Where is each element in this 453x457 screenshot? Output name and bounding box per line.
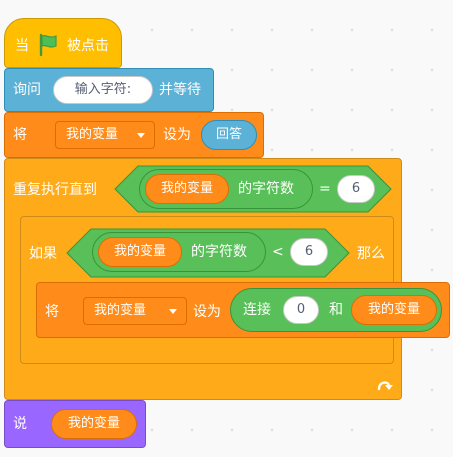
say-block[interactable]: 说 我的变量: [4, 400, 146, 448]
ask-and-wait-block[interactable]: 询问 输入字符: 并等待: [4, 68, 214, 112]
ask-label: 询问: [13, 82, 41, 98]
and-wait-label: 并等待: [159, 82, 201, 98]
repeat-until-label: 重复执行直到: [13, 182, 97, 198]
variable-dropdown-value: 我的变量: [66, 127, 119, 142]
green-flag-icon: [39, 33, 57, 57]
answer-reporter[interactable]: 回答: [201, 120, 257, 150]
set-to-label: 设为: [193, 304, 221, 320]
hat-when-label: 当: [15, 38, 29, 54]
less-than-operator-label: <: [272, 244, 284, 260]
variable-dropdown[interactable]: 我的变量: [55, 121, 155, 149]
variable-dropdown[interactable]: 我的变量: [83, 297, 187, 325]
my-variable-reporter[interactable]: 我的变量: [98, 237, 182, 267]
hat-flag-clicked-label: 被点击: [67, 38, 109, 54]
my-variable-reporter[interactable]: 我的变量: [351, 295, 437, 325]
join-and-label: 和: [329, 302, 343, 318]
if-label: 如果: [29, 246, 57, 262]
length-of-label: 的字符数: [238, 181, 294, 197]
set-label: 将: [45, 304, 59, 320]
loop-arrow-icon: [377, 381, 393, 391]
my-variable-reporter[interactable]: 我的变量: [145, 174, 229, 204]
join-label: 连接: [243, 302, 271, 318]
join-first-input[interactable]: 0: [283, 296, 319, 324]
compare-value-input[interactable]: 6: [337, 175, 375, 203]
equals-operator-label: =: [319, 181, 331, 197]
dropdown-arrow-icon: [169, 309, 177, 314]
length-of-label: 的字符数: [191, 244, 247, 260]
compare-value-input[interactable]: 6: [290, 238, 328, 266]
my-variable-reporter[interactable]: 我的变量: [51, 409, 137, 439]
when-flag-clicked-block[interactable]: 当 被点击: [4, 18, 122, 68]
join-block[interactable]: 连接 0 和 我的变量: [230, 288, 442, 332]
set-variable-block[interactable]: 将 我的变量 设为 回答: [4, 112, 264, 158]
set-to-label: 设为: [163, 127, 191, 143]
then-label: 那么: [357, 246, 385, 262]
say-label: 说: [13, 416, 27, 432]
set-label: 将: [13, 127, 27, 143]
ask-prompt-input[interactable]: 输入字符:: [53, 76, 153, 104]
variable-dropdown-value: 我的变量: [94, 303, 147, 318]
dropdown-arrow-icon: [137, 133, 145, 138]
